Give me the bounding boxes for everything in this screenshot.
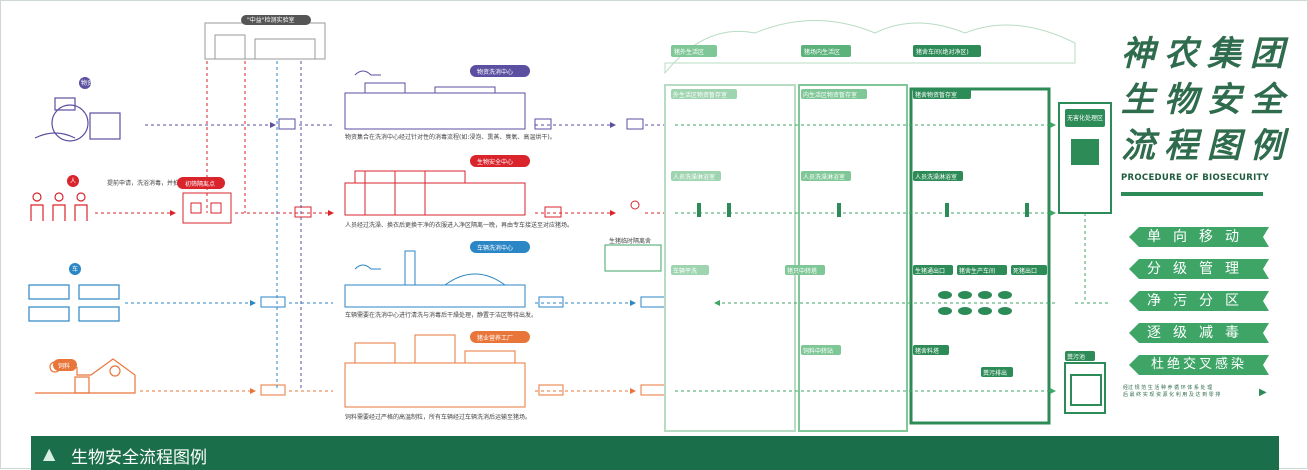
pig-transfer-store-label: 生猪临时隔离舍 bbox=[609, 237, 651, 245]
outer-store-label: 外生活区物资暂存室 bbox=[673, 91, 727, 99]
caption-bar: ▲ 生物安全流程图例 bbox=[31, 436, 1279, 470]
supplies-center-note: 物资集合在洗消中心经过针对性的消毒流程(如:浸泡、熏蒸、臭氧、高温烘干)。 bbox=[345, 133, 556, 141]
people-row: 人 提前申请，洗浴消毒，并拍照上传审查。 初筛隔离点 生物安全中心 人员经过洗澡… bbox=[30, 155, 665, 229]
feed-factory-tag bbox=[470, 331, 530, 343]
principle-4: 逐级减毒 bbox=[1129, 323, 1269, 343]
supplies-center-label: 物资洗消中心 bbox=[477, 68, 513, 76]
zone-outer-label: 猪外生活区 bbox=[674, 48, 704, 56]
title-line-1: 神农集团 bbox=[1121, 34, 1293, 74]
title-line-3: 流程图例 bbox=[1121, 126, 1293, 166]
triangle-up-icon: ▲ bbox=[43, 444, 56, 463]
vehicles-source-tag: 车 bbox=[72, 265, 78, 273]
sewage-pool-icon bbox=[1070, 374, 1102, 406]
transfer-label: 猪只中转塔 bbox=[787, 267, 817, 275]
farm-complex: 猪外生活区 猪场内生活区 猪舍车间(绝对净区) 外生活区物资暂存室 内生活区物资… bbox=[664, 20, 1112, 432]
inner-store-label: 内生活区物资暂存室 bbox=[803, 91, 857, 99]
dead-pig-icon bbox=[1071, 139, 1099, 165]
vehicles-row: 车 车辆洗消中心 车辆需要在洗消中心进行清洗与消毒后干燥处理，静置于洁区等待出发… bbox=[28, 237, 666, 322]
barn-store-label: 猪舍物资暂存室 bbox=[915, 91, 957, 99]
bottom-note-line-1: 经过 规 范 生 活 种 养 循 环 体 系 处 理 bbox=[1123, 385, 1213, 391]
supplies-cluster-icon bbox=[34, 97, 121, 142]
supplies-truck-icon bbox=[278, 118, 296, 130]
feed-source-badge bbox=[53, 359, 77, 371]
pig-icons bbox=[938, 291, 1012, 315]
people-apply-note: 提前申请，洗浴消毒，并拍照上传审查。 bbox=[107, 179, 215, 187]
vehicles-truck-icon bbox=[260, 296, 286, 308]
feed-factory-label: 猪业营养工厂 bbox=[477, 334, 513, 342]
people-center-tag bbox=[470, 155, 530, 167]
people-group-icon bbox=[30, 192, 88, 221]
lab-building: "中益"检测实验室 bbox=[204, 15, 326, 60]
feed-factory-building bbox=[344, 334, 526, 408]
title-block: 神农集团 生物安全 流程图例 PROCEDURE OF BIOSECURITY bbox=[1121, 31, 1291, 196]
principle-2: 分级管理 bbox=[1129, 259, 1269, 279]
manure-label: 粪污排出 bbox=[983, 369, 1007, 377]
vehicles-source-badge bbox=[69, 263, 81, 275]
trucks-icon bbox=[28, 284, 120, 322]
feed-tower-in-label: 猪舍料塔 bbox=[915, 347, 939, 355]
feed-source-tag: 饲料 bbox=[58, 362, 70, 370]
people-icons-farm bbox=[697, 203, 1029, 217]
zone-barn-label: 猪舍车间(绝对净区) bbox=[916, 48, 969, 56]
arrow-right-icon: ▶ bbox=[1259, 387, 1267, 398]
people-center-note: 人员经过洗澡、换衣后更换干净的衣服进入净区隔离一晚，再由专车接送至对应猪场。 bbox=[345, 221, 573, 229]
feed-tower-out-label: 饲料中转站 bbox=[803, 347, 833, 355]
supplies-center-building bbox=[344, 70, 526, 130]
farm-harvest-icon bbox=[35, 358, 136, 394]
bath2-label: 人员洗澡淋浴室 bbox=[803, 173, 845, 181]
dead-room-label: 无害化处理区 bbox=[1067, 114, 1103, 122]
supplies-source-tag: 物资 bbox=[81, 79, 93, 87]
title-subtitle: PROCEDURE OF BIOSECURITY bbox=[1121, 173, 1270, 183]
feed-row: 饲料 猪业营养工厂 饲料需要经过严格的高温制粒，所有车辆经过车辆洗消后运输至猪场… bbox=[35, 331, 666, 421]
people-center-label: 生物安全中心 bbox=[477, 158, 513, 166]
zone-inner-label: 猪场内生活区 bbox=[804, 48, 840, 56]
checkpoint-tag bbox=[177, 177, 225, 189]
title-rule bbox=[1121, 192, 1263, 196]
people-source-tag: 人 bbox=[70, 178, 76, 185]
bottom-note-line-2: 后 最 终 实 现 资 源 化 利 用 及 达 到 零 排 bbox=[1123, 392, 1221, 398]
caption-text: 生物安全流程图例 bbox=[71, 448, 207, 468]
biosecurity-diagram: "中益"检测实验室 物资 物资洗消中心 物资集合在洗消中心经过 bbox=[28, 15, 1112, 432]
supplies-row: 物资 物资洗消中心 物资集合在洗消中心经过针对性的消毒流程(如:浸泡、熏蒸、臭氧… bbox=[34, 65, 665, 142]
people-bus-icon bbox=[294, 206, 312, 218]
pig-area-label: 猪舍生产车间 bbox=[959, 267, 995, 275]
car-wash-label: 车辆平洗 bbox=[673, 267, 697, 275]
bath3-label: 人员洗澡淋浴室 bbox=[915, 173, 957, 181]
principle-5: 杜绝交叉感染 bbox=[1129, 355, 1269, 375]
vehicles-center-note: 车辆需要在洗消中心进行清洗与消毒后干燥处理，静置于洁区等待出发。 bbox=[345, 311, 537, 319]
title-line-2: 生物安全 bbox=[1121, 80, 1293, 120]
people-center-building bbox=[344, 170, 526, 216]
sewage-label: 粪污池 bbox=[1067, 353, 1085, 361]
bath1-label: 人员洗澡淋浴室 bbox=[673, 173, 715, 181]
vehicles-center-building bbox=[344, 250, 526, 308]
feed-factory-note: 饲料需要经过严格的高温制粒，所有车辆经过车辆洗消后运输至猪场。 bbox=[345, 413, 531, 421]
people-source-badge bbox=[67, 175, 79, 187]
principle-3: 净污分区 bbox=[1129, 291, 1269, 311]
pig-exit-label: 生猪通出口 bbox=[915, 267, 945, 275]
supplies-center-tag bbox=[470, 65, 530, 77]
vertical-connectors bbox=[206, 61, 302, 391]
checkpoint-label: 初筛隔离点 bbox=[185, 180, 215, 188]
vehicles-center-tag bbox=[470, 241, 530, 253]
lab-label: "中益"检测实验室 bbox=[247, 16, 295, 24]
feed-truck-icon bbox=[260, 384, 286, 396]
bottom-note: 经过 规 范 生 活 种 养 循 环 体 系 处 理 后 最 终 实 现 资 源… bbox=[1123, 385, 1263, 399]
vehicles-center-label: 车辆洗消中心 bbox=[477, 244, 513, 252]
supplies-source-badge bbox=[79, 77, 91, 89]
principle-1: 单向移动 bbox=[1129, 227, 1269, 247]
cull-exit-label: 死猪出口 bbox=[1013, 267, 1037, 275]
